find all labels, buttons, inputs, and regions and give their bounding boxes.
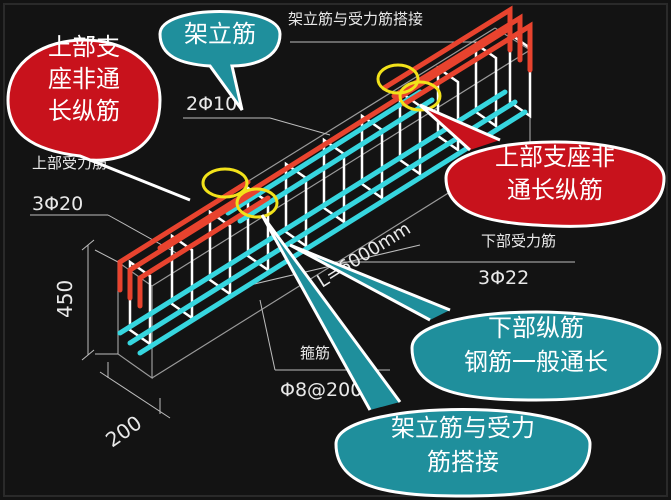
callout-bottom-longitudinal: 下部纵筋 钢筋一般通长 — [289, 243, 662, 402]
stirrup — [508, 31, 532, 119]
bottom-bar — [117, 89, 508, 336]
bottom-main-spec-label: 3Φ22 — [478, 267, 529, 289]
callout-erection-bar: 架立筋 — [158, 10, 282, 111]
stirrup-spec-label: Φ8@200 — [280, 379, 362, 401]
top-support-bar-right — [401, 21, 533, 107]
stirrup — [398, 89, 422, 177]
erection-spec-label: 2Φ10 — [186, 93, 237, 115]
top-support-bar-left — [117, 179, 251, 293]
stirrup — [284, 161, 308, 249]
callout-top-support-right: 上部支座非 通长纵筋 — [418, 103, 666, 228]
callout-line: 上部支座非 — [495, 143, 615, 171]
erection-bar — [237, 97, 435, 224]
callout-line: 筋搭接 — [427, 448, 499, 476]
stirrup-label: 箍筋 — [300, 344, 330, 362]
lap-circle — [376, 63, 420, 95]
callout-lap: 架立筋与受力 筋搭接 — [260, 214, 592, 498]
erection-bar — [225, 89, 423, 216]
callout-line: 架立筋 — [184, 20, 256, 48]
top-support-bar-left — [127, 187, 261, 301]
callout-top-support-left: 上部支 座非通 长纵筋 — [6, 33, 191, 202]
top-main-bar — [157, 25, 513, 251]
top-support-bar-right — [391, 13, 523, 99]
callout-line: 通长纵筋 — [507, 176, 603, 204]
callout-line: 上部支 — [48, 33, 120, 61]
callout-line: 座非通 — [48, 65, 120, 93]
bottom-main-bar-label: 下部受力筋 — [481, 232, 556, 250]
stirrup — [360, 113, 384, 201]
callout-line: 钢筋一般通长 — [464, 348, 608, 376]
bottom-bar — [127, 99, 518, 346]
lap-circle — [235, 187, 279, 219]
red-bars — [117, 5, 533, 309]
callout-line: 架立筋与受力 — [391, 414, 535, 442]
cyan-bars — [117, 89, 528, 356]
top-support-bar-left — [137, 195, 271, 309]
callout-line: 下部纵筋 — [488, 314, 584, 342]
bottom-bar — [137, 109, 528, 356]
lap-circle — [201, 167, 249, 199]
top-main-spec-label: 3Φ20 — [32, 193, 83, 215]
lap-circle — [398, 80, 442, 112]
callout-line: 长纵筋 — [48, 97, 120, 125]
stirrup — [322, 137, 346, 225]
height-dimension: 450 — [53, 280, 77, 318]
lap-note-label: 架立筋与受力筋搭接 — [288, 10, 423, 28]
lap-markers — [201, 63, 442, 219]
